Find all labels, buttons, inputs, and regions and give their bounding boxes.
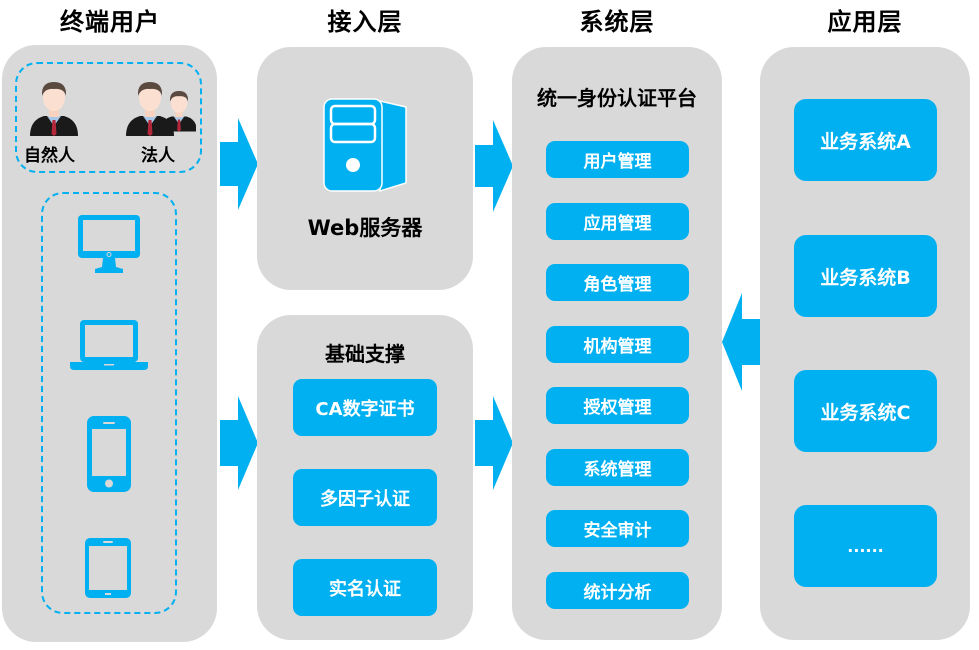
system-item-user-management[interactable]: 用户管理 bbox=[546, 141, 689, 178]
laptop-icon bbox=[70, 320, 148, 370]
arrow-right-icon bbox=[475, 396, 513, 490]
arrow-right-icon bbox=[475, 120, 513, 212]
app-item-more[interactable]: ...... bbox=[794, 505, 937, 587]
person-label: 自然人 bbox=[24, 146, 75, 166]
arrow-right-icon bbox=[220, 396, 258, 490]
system-item-security-audit[interactable]: 安全审计 bbox=[546, 510, 689, 547]
tablet-icon bbox=[85, 538, 131, 598]
arrow-right-icon bbox=[220, 118, 258, 210]
system-item-system-management[interactable]: 系统管理 bbox=[546, 449, 689, 486]
smartphone-icon bbox=[87, 416, 131, 492]
column-title-application: 应用层 bbox=[827, 8, 903, 36]
server-tower-icon bbox=[323, 98, 407, 193]
arrow-left-icon bbox=[722, 293, 760, 391]
devices-group bbox=[41, 192, 177, 614]
app-item-business-system-c[interactable]: 业务系统C bbox=[794, 370, 937, 452]
person-icon bbox=[30, 82, 78, 136]
system-item-statistics[interactable]: 统计分析 bbox=[546, 572, 689, 609]
people-group-icon bbox=[126, 82, 196, 136]
web-server-label: Web服务器 bbox=[307, 216, 423, 240]
foundation-title: 基础支撑 bbox=[325, 342, 405, 366]
user-types-group bbox=[15, 62, 202, 173]
app-item-business-system-a[interactable]: 业务系统A bbox=[794, 99, 937, 181]
foundation-item-multi-factor-auth[interactable]: 多因子认证 bbox=[293, 469, 437, 526]
foundation-item-real-name-auth[interactable]: 实名认证 bbox=[293, 559, 437, 616]
app-item-business-system-b[interactable]: 业务系统B bbox=[794, 235, 937, 317]
column-title-system: 系统层 bbox=[579, 8, 655, 36]
column-title-access: 接入层 bbox=[327, 8, 403, 36]
system-item-app-management[interactable]: 应用管理 bbox=[546, 203, 689, 240]
system-item-role-management[interactable]: 角色管理 bbox=[546, 264, 689, 301]
system-item-org-management[interactable]: 机构管理 bbox=[546, 326, 689, 363]
column-title-end-user: 终端用户 bbox=[60, 8, 160, 36]
desktop-monitor-icon bbox=[78, 215, 140, 273]
legal-entity-label: 法人 bbox=[141, 146, 175, 166]
system-item-authorization-management[interactable]: 授权管理 bbox=[546, 387, 689, 424]
system-title: 统一身份认证平台 bbox=[537, 86, 697, 110]
foundation-item-ca-certificate[interactable]: CA数字证书 bbox=[293, 379, 437, 436]
